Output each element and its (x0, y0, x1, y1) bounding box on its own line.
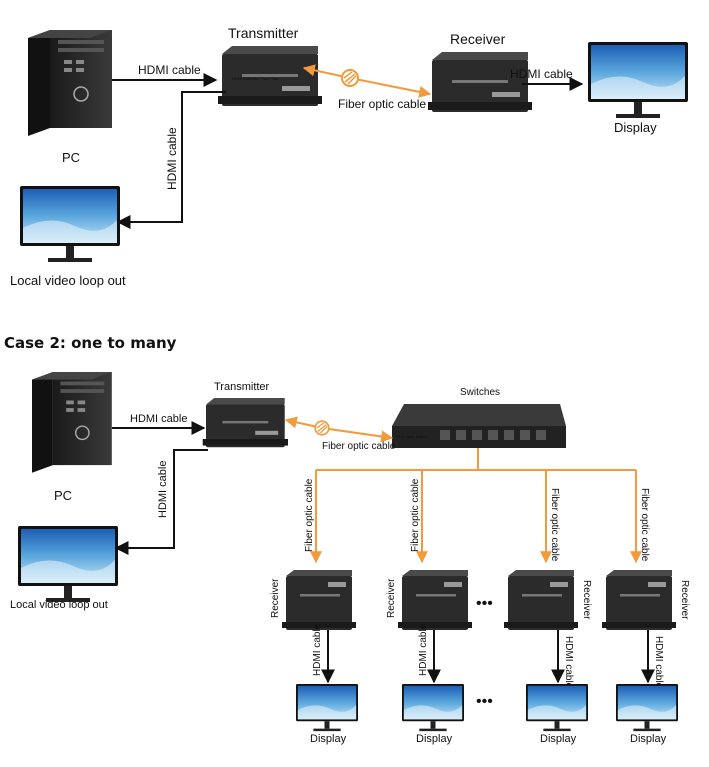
branch-hdmi-label: HDMI cable (312, 623, 323, 676)
case1-transmitter-label: Transmitter (228, 25, 299, 41)
case2-title: Case 2: one to many (4, 334, 177, 352)
branch-receiver-label: Receiver (581, 580, 592, 620)
branch-hdmi-label: HDMI cable (563, 636, 574, 689)
branch-fiber-label: Fiber optic cable (410, 478, 421, 552)
branch-display-monitor (402, 684, 464, 732)
branch-receiver-label: Receiver (386, 578, 397, 618)
case2-fiber-arrow (284, 416, 394, 443)
branch-fiber-label: Fiber optic cable (304, 478, 315, 552)
case1-fiber-coil (341, 69, 359, 87)
case1-pc (27, 29, 113, 137)
branch-receiver-box (282, 570, 356, 630)
case1-hdmi-loop-label: HDMI cable (165, 127, 179, 190)
branch-receiver-box (504, 570, 578, 630)
case1-loop-label: Local video loop out (10, 273, 126, 288)
case1-display-label: Display (614, 120, 657, 135)
branch-display-label: Display (310, 733, 347, 745)
case2-transmitter (202, 398, 288, 448)
case1-display (588, 42, 688, 118)
case2-loop-label: Local video loop out (10, 599, 108, 611)
case2-fiber-coil (314, 420, 330, 436)
case2-switch (392, 404, 566, 448)
branch-fiber-label: Fiber optic cable (549, 488, 560, 562)
branch-receiver-box (602, 570, 676, 630)
case2-transmitter-label: Transmitter (214, 381, 270, 393)
case2-hdmi-loop-arrow (114, 449, 208, 555)
case2-hdmi-loop-label: HDMI cable (157, 461, 169, 518)
case1-loop-monitor (20, 186, 120, 262)
case2-switch-label: Switches (460, 387, 500, 398)
case2-pc-label: PC (54, 488, 72, 503)
case2-loop-monitor (18, 526, 118, 602)
branch-display-monitor (526, 684, 588, 732)
case2-ellipsis-displays: ••• (476, 693, 493, 710)
branch-display-label: Display (416, 733, 453, 745)
case1-hdmi-pc-label: HDMI cable (138, 63, 201, 77)
case2-ellipsis-receivers: ••• (476, 595, 493, 612)
branch-hdmi-label: HDMI cable (418, 623, 429, 676)
branch-receiver-label: Receiver (679, 580, 690, 620)
case2-switch-text: Fiber optic Switch (396, 434, 428, 439)
case1-hdmi-loop-arrow (116, 91, 226, 229)
case2-fiber-label: Fiber optic cable (322, 441, 396, 452)
branch-display-label: Display (540, 733, 577, 745)
case1-receiver (428, 52, 532, 112)
case1-hdmi-display-label: HDMI cable (510, 67, 573, 81)
case2-hdmi-pc-label: HDMI cable (130, 413, 187, 425)
branch-display-label: Display (630, 733, 667, 745)
branch-hdmi-label: HDMI cable (653, 636, 664, 689)
case1-receiver-label: Receiver (450, 31, 506, 47)
branch-receiver-label: Receiver (270, 578, 281, 618)
case1-transmitter-text: HDMI Extender Over Fiber (232, 76, 280, 81)
branch-display-monitor (616, 684, 678, 732)
branch-receiver-box (398, 570, 472, 630)
case1-fiber-label: Fiber optic cable (338, 97, 426, 111)
case1-pc-label: PC (62, 150, 80, 165)
branch-display-monitor (296, 684, 358, 732)
branch-fiber-label: Fiber optic cable (639, 488, 650, 562)
case2-pc (31, 371, 113, 474)
case1-fiber-arrow (302, 64, 432, 98)
